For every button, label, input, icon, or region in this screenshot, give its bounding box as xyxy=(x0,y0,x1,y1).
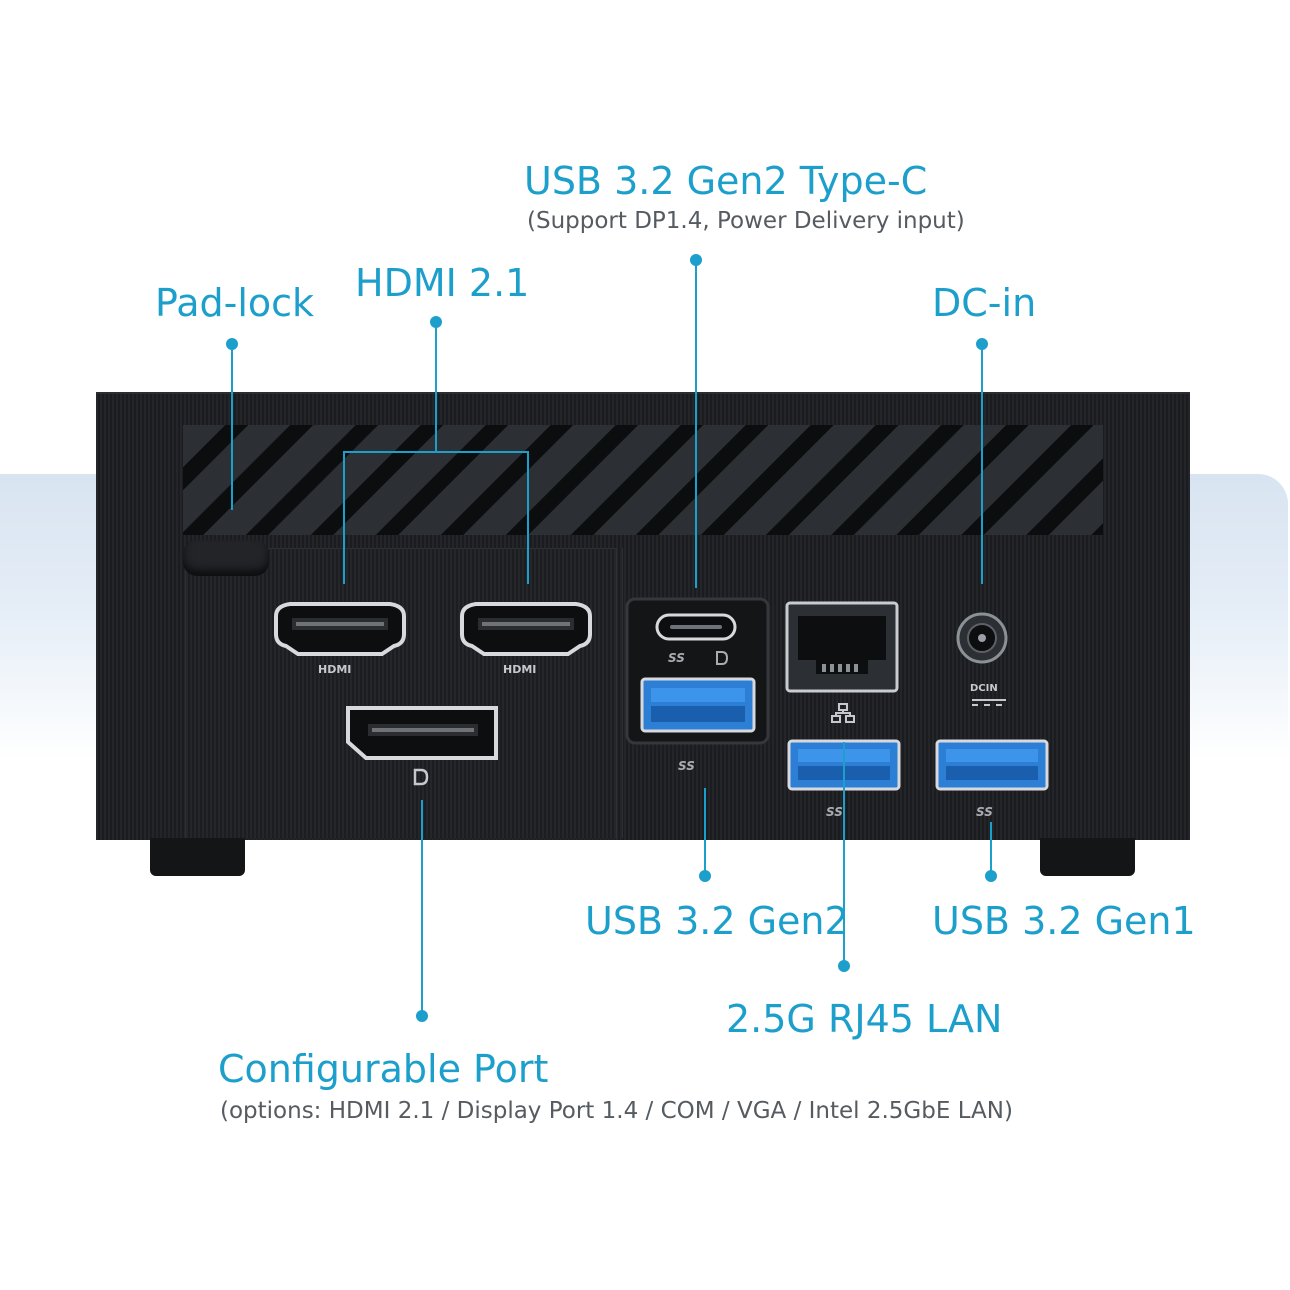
usb-a-gen2-port-icon xyxy=(640,677,756,733)
rubber-foot-right xyxy=(1040,838,1135,876)
displayport-logo-icon xyxy=(413,768,429,786)
hdmi-port-2-label: HDMI xyxy=(503,663,537,676)
usb-a-gen1-port-2-icon xyxy=(935,739,1049,791)
usb-gen1-callout: USB 3.2 Gen1 xyxy=(932,899,1196,943)
pad-lock-slot xyxy=(183,540,269,576)
usb-a-gen1-2-ss-logo: SS xyxy=(976,805,993,819)
dc-in-port-label: DCIN xyxy=(970,683,998,694)
usb-a-gen1-1-ss-logo: SS xyxy=(826,805,843,819)
io-panel xyxy=(622,548,1178,838)
usb-a-gen2-ss-logo: SS xyxy=(678,759,695,773)
usb-c-ss-logo: SS xyxy=(668,651,685,665)
dc-symbol-icon xyxy=(972,699,1006,706)
network-icon xyxy=(831,703,855,723)
usb-c-port-icon xyxy=(655,613,737,641)
lan-callout: 2.5G RJ45 LAN xyxy=(726,997,1003,1041)
usb-c-callout-title: USB 3.2 Gen2 Type-C xyxy=(524,159,928,203)
usb-c-callout-subtitle: (Support DP1.4, Power Delivery input) xyxy=(527,208,965,234)
rubber-foot-left xyxy=(150,838,245,876)
dc-in-jack-icon xyxy=(956,612,1008,664)
hdmi-callout: HDMI 2.1 xyxy=(355,261,530,305)
dc-in-callout: DC-in xyxy=(932,281,1037,325)
configurable-port-callout-title: Configurable Port xyxy=(218,1047,549,1091)
configurable-port-module xyxy=(185,548,617,839)
hdmi-port-1-icon xyxy=(274,602,406,656)
usb-gen2-callout: USB 3.2 Gen2 xyxy=(585,899,849,943)
hdmi-port-1-label: HDMI xyxy=(318,663,352,676)
vent-grille xyxy=(183,425,1103,535)
configurable-port-callout-subtitle: (options: HDMI 2.1 / Display Port 1.4 / … xyxy=(220,1098,1013,1124)
displayport-icon xyxy=(346,706,498,760)
rj45-port-icon xyxy=(785,601,899,693)
usb-c-dp-logo-icon xyxy=(716,651,729,665)
pad-lock-callout: Pad-lock xyxy=(155,281,315,325)
hdmi-port-2-icon xyxy=(460,602,592,656)
